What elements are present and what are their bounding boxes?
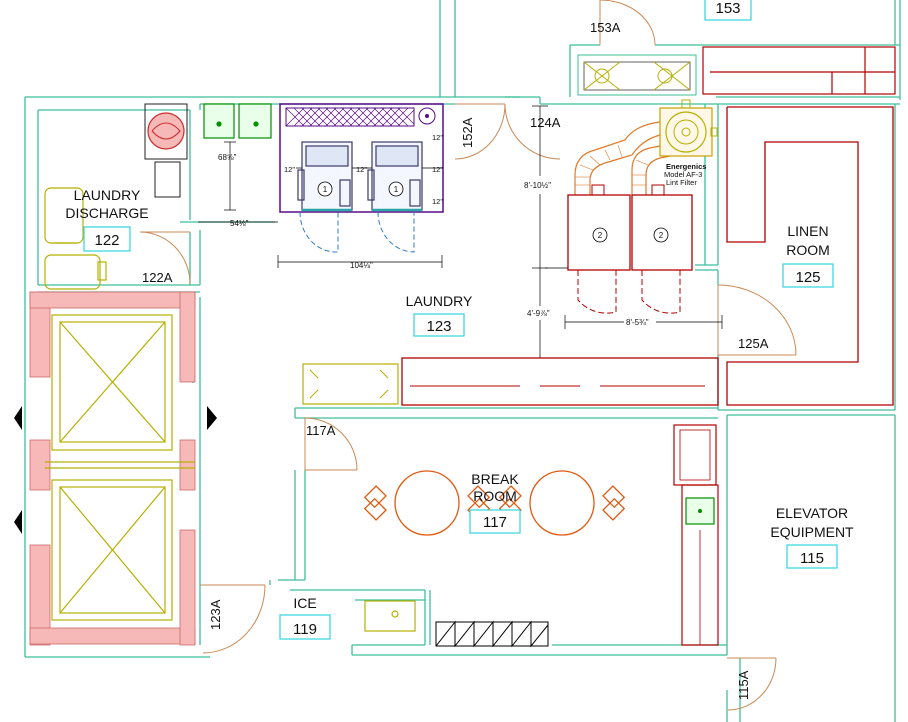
washer-bank: 1 1: [279, 103, 444, 253]
lint-filter-label-1: Energenics: [666, 162, 706, 171]
dim-washer-width: 54⅛": [230, 219, 249, 228]
dim-clear-top-1: 12": [432, 133, 443, 142]
dim-clear-side-2: 12": [356, 165, 367, 174]
dryer-tag: 2: [598, 231, 603, 240]
dim-clear-side-1: 12": [284, 165, 295, 174]
dim-dryer-width: 8'-5¾": [626, 318, 649, 327]
dryer-exhaust-duct: [574, 121, 675, 195]
room-number-115: 115: [800, 550, 824, 567]
door-label-153A: 153A: [590, 20, 621, 35]
room-number-153: 153: [715, 0, 740, 17]
laundry-carts: [44, 187, 107, 290]
door-label-122A: 122A: [142, 270, 173, 285]
ventilation-unit: [577, 54, 697, 96]
washer-tag: 1: [323, 185, 328, 194]
washer-dimensions: [198, 141, 443, 268]
room-name-122-line2: DISCHARGE: [65, 205, 148, 221]
laundry-chute: [144, 103, 188, 198]
linen-shelving: [726, 106, 894, 406]
dim-dryer-clear: 4'-9⅞": [527, 309, 550, 318]
elevator-shaft-walls: [29, 291, 196, 646]
room-name-115-line2: EQUIPMENT: [770, 524, 854, 540]
room-name-125-line1: LINEN: [787, 223, 828, 239]
dim-washer-depth: 68⅝": [218, 153, 237, 162]
room-number-117: 117: [483, 514, 507, 531]
counter-top-right: [702, 46, 896, 95]
call-arrow-icon: [14, 406, 22, 430]
utility-sink: [203, 103, 272, 139]
lint-filter: [659, 99, 718, 157]
vent-grille: [435, 620, 549, 648]
door-label-125A: 125A: [738, 336, 769, 351]
dim-clear-top-2: 12": [432, 165, 443, 174]
room-number-125: 125: [795, 269, 820, 286]
call-arrow-icon: [207, 406, 217, 430]
dryer-tag: 2: [659, 231, 664, 240]
door-label-124A: 124A: [530, 115, 561, 130]
door-label-115A: 115A: [736, 670, 751, 700]
laundry-counters: [302, 357, 719, 406]
washer-tag: 1: [394, 185, 399, 194]
washer-2: [367, 141, 423, 212]
call-arrow-icon: [14, 510, 22, 534]
dim-washer-run: 104⅛": [350, 261, 373, 270]
dim-clear-top-3: 12": [432, 197, 443, 206]
door-label-123A: 123A: [208, 599, 223, 630]
door-label-152A: 152A: [460, 117, 475, 148]
room-name-122-line1: LAUNDRY: [74, 187, 141, 203]
washer-1: [297, 141, 353, 212]
doors: [139, 0, 797, 711]
lint-filter-label-3: Lint Filter: [666, 178, 697, 187]
room-name-117-line2: ROOM: [473, 488, 517, 504]
lint-filter-label-2: Model AF-3: [664, 170, 702, 179]
room-tags: [83, 0, 838, 640]
dim-dryer-height: 8'-10½": [524, 181, 551, 190]
walls: [24, 0, 901, 722]
break-room-counter: [673, 424, 719, 646]
ice-machine: [364, 600, 416, 632]
elevator-call-arrows: [14, 406, 217, 534]
room-name-117-line1: BREAK: [471, 471, 519, 487]
room-name-119: ICE: [293, 595, 316, 611]
room-name-123: LAUNDRY: [406, 293, 473, 309]
elevator-cars: [45, 314, 195, 621]
room-number-122: 122: [94, 232, 119, 249]
door-label-117A: 117A: [306, 423, 336, 438]
room-number-119: 119: [293, 621, 317, 638]
dryers: [567, 184, 693, 314]
room-name-125-line2: ROOM: [786, 242, 830, 258]
room-number-123: 123: [426, 318, 451, 335]
room-name-115-line1: ELEVATOR: [776, 505, 848, 521]
